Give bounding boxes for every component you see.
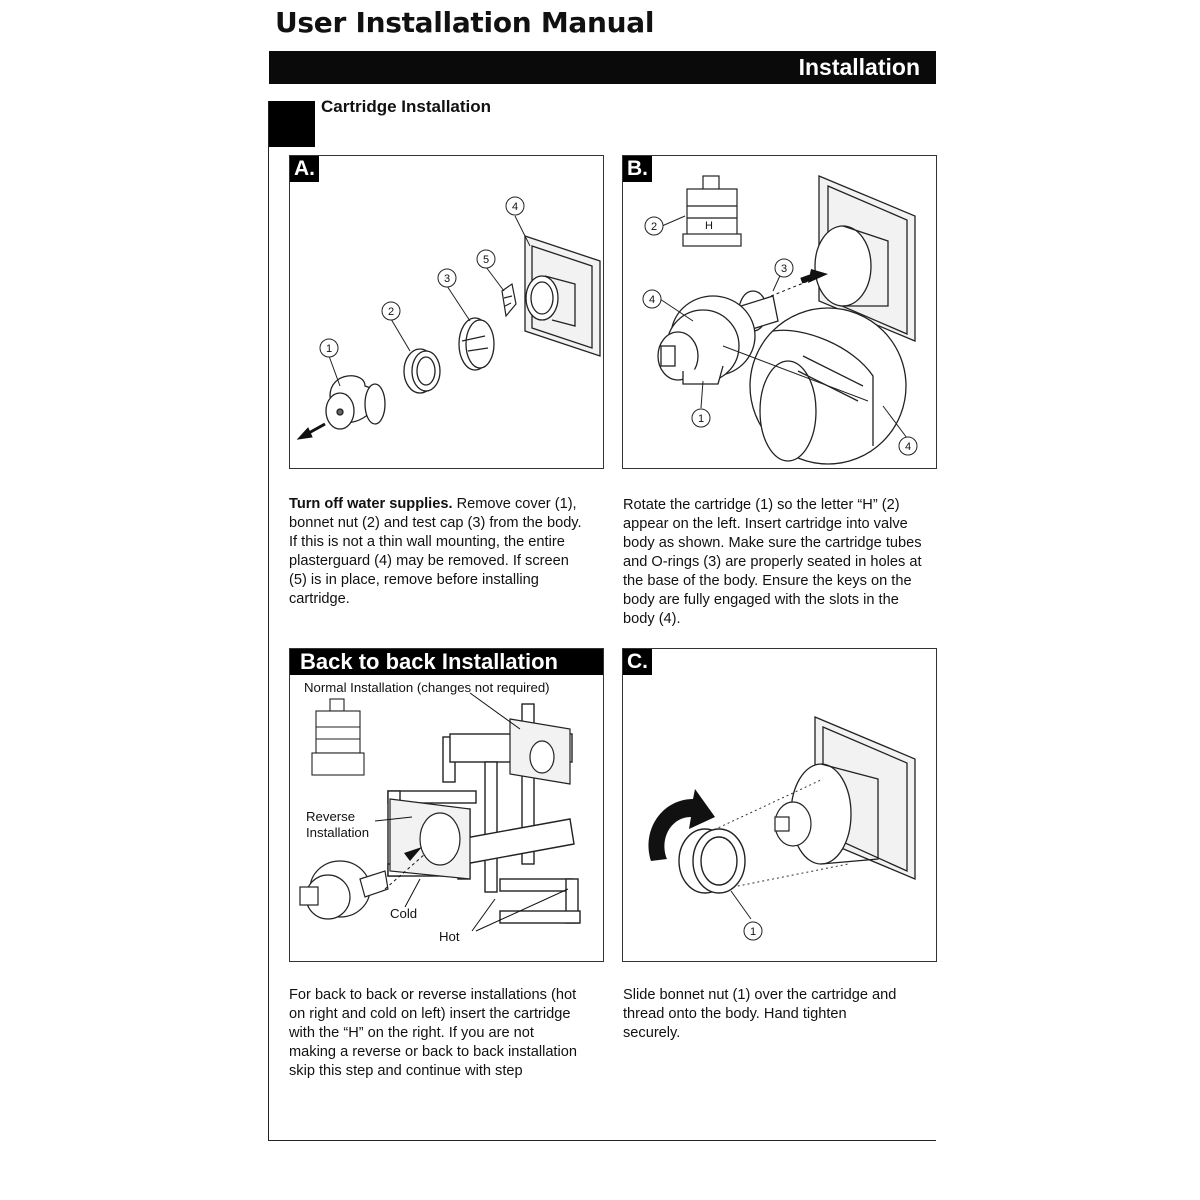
callout-1-label: 1 bbox=[750, 926, 756, 938]
back-to-back-caption: For back to back or reverse installation… bbox=[289, 987, 577, 1079]
panel-c-caption: Slide bonnet nut (1) over the cartridge … bbox=[623, 987, 897, 1041]
callout-4 bbox=[642, 289, 662, 309]
caption-a-lead: Turn off water supplies. bbox=[289, 496, 453, 512]
left-margin-rule bbox=[268, 101, 269, 1141]
rotation-arrow bbox=[648, 789, 715, 861]
panel-c-letter: C. bbox=[623, 649, 652, 675]
step-title: Cartridge Installation bbox=[321, 97, 492, 116]
callout-1 bbox=[691, 408, 711, 428]
callout-3-label: 3 bbox=[781, 263, 787, 275]
cartridge-illustration bbox=[657, 290, 779, 385]
panel-b-letter: B. bbox=[623, 156, 652, 182]
callout-1 bbox=[319, 338, 339, 358]
section-header-bar: Installation bbox=[269, 51, 936, 84]
callout-3-label: 3 bbox=[444, 273, 450, 285]
panel-a: 1 2 3 4 5 A. bbox=[289, 155, 604, 469]
plasterguard-illustration bbox=[524, 235, 601, 357]
panel-a-illustration: 1 2 3 4 5 bbox=[296, 196, 601, 440]
hot-label: Hot bbox=[439, 929, 460, 944]
svg-text:H: H bbox=[705, 220, 713, 232]
back-to-back-header: Back to back Installation bbox=[290, 649, 603, 675]
section-label: Installation bbox=[798, 54, 920, 80]
normal-installation-label: Normal Installation (changes not require… bbox=[304, 680, 550, 695]
callout-1-label: 1 bbox=[698, 413, 704, 425]
callout-3 bbox=[437, 268, 457, 288]
manual-title: User Installation Manual bbox=[275, 6, 655, 39]
panel-a-caption: Turn off water supplies. Remove cover (1… bbox=[289, 495, 589, 609]
callout-4-label: 4 bbox=[649, 294, 655, 306]
removal-arrow bbox=[296, 422, 326, 440]
panel-back-to-back: Back to back Installation Normal Install… bbox=[289, 648, 604, 962]
bonnet-nut-illustration bbox=[403, 348, 441, 394]
callout-1-label: 1 bbox=[326, 343, 332, 355]
panel-b-illustration: H bbox=[642, 175, 918, 465]
callout-3 bbox=[774, 258, 794, 278]
panel-b-caption: Rotate the cartridge (1) so the letter “… bbox=[623, 497, 922, 627]
callout-2 bbox=[381, 301, 401, 321]
valve-body-illustration bbox=[790, 716, 916, 880]
cover-illustration bbox=[325, 375, 386, 430]
panel-a-callouts bbox=[319, 196, 525, 358]
callout-2 bbox=[644, 216, 664, 236]
callout-2-label: 2 bbox=[388, 306, 394, 318]
bottom-rule bbox=[268, 1140, 936, 1141]
test-cap-illustration bbox=[458, 317, 495, 371]
panel-b: H bbox=[622, 155, 937, 469]
bonnet-nut-illustration bbox=[678, 828, 746, 894]
caption-a-body: Remove cover (1), bonnet nut (2) and tes… bbox=[289, 496, 582, 607]
panel-a-letter: A. bbox=[290, 156, 319, 182]
panel-c-illustration: 1 bbox=[648, 716, 916, 941]
callout-4-detail-label: 4 bbox=[905, 441, 911, 453]
callout-5 bbox=[476, 249, 496, 269]
cartridge-h-illustration: H bbox=[682, 175, 742, 247]
reverse-installation-label: Reverse Installation bbox=[306, 809, 370, 840]
detail-zoom-illustration bbox=[749, 307, 907, 465]
cartridge-stem-illustration bbox=[774, 801, 812, 847]
step-number-box bbox=[269, 101, 315, 147]
callout-4 bbox=[505, 196, 525, 216]
callout-4-label: 4 bbox=[512, 201, 518, 213]
panel-c: 1 C. bbox=[622, 648, 937, 962]
callout-2-label: 2 bbox=[651, 221, 657, 233]
insert-arrow bbox=[770, 269, 828, 297]
valve-body-illustration bbox=[814, 175, 916, 342]
callout-5-label: 5 bbox=[483, 254, 489, 266]
cold-label: Cold bbox=[390, 906, 418, 921]
screen-illustration bbox=[501, 282, 517, 318]
callout-1 bbox=[743, 921, 763, 941]
callout-4-detail bbox=[898, 436, 918, 456]
